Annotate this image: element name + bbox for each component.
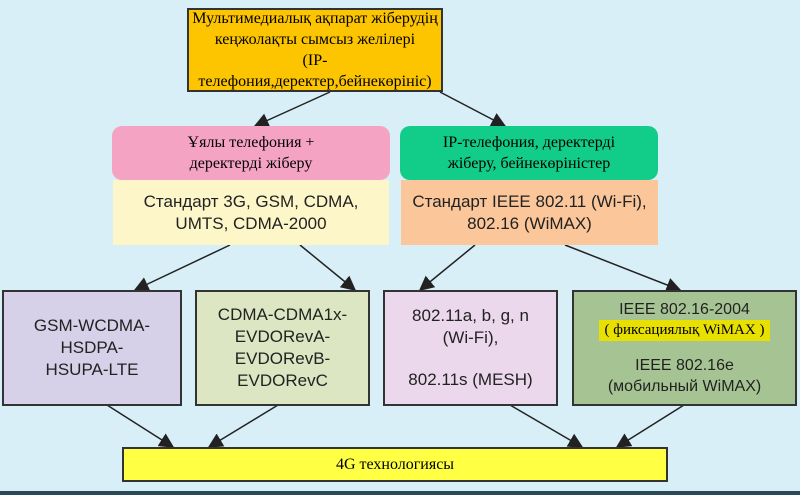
bottom-border bbox=[0, 491, 800, 495]
title-line: деректерді жіберу bbox=[189, 155, 313, 172]
tech-box-cdma: CDMA-CDMA1x- EVDORevA- EVDORevB- EVDORev… bbox=[195, 290, 370, 406]
top-box: Мультимедиалық ақпарат жіберудің кеңжола… bbox=[187, 8, 443, 92]
tech-line: (мобильный WiMAX) bbox=[607, 378, 762, 395]
tech-line: GSM-WCDMA- bbox=[33, 316, 151, 335]
tech-box-wimax: IEEE 802.16-2004 ( фиксациялық WiMAX ) I… bbox=[572, 290, 797, 406]
top-line: (IP-телефония,деректер,бейнекөрініс) bbox=[198, 52, 432, 90]
4g-box: 4G технологиясы bbox=[122, 447, 668, 482]
tech-line: IEEE 802.16e bbox=[635, 357, 734, 374]
standard-line: UMTS, CDMA-2000 bbox=[175, 213, 327, 233]
tech-line: EVDORevC bbox=[237, 371, 328, 390]
tech-box-gsm: GSM-WCDMA- HSDPA- HSUPA-LTE bbox=[2, 290, 182, 406]
standard-line: Стандарт IEEE 802.11 (Wi-Fi), bbox=[412, 191, 647, 211]
top-line: Мультимедиалық ақпарат жіберудің bbox=[192, 10, 438, 27]
tech-line-highlight: ( фиксациялық WiMAX ) bbox=[598, 320, 771, 341]
ip-standard: Стандарт IEEE 802.11 (Wi-Fi), 802.16 (Wi… bbox=[401, 180, 658, 245]
tech-line: HSUPA-LTE bbox=[45, 360, 139, 379]
top-line: кеңжолақты сымсыз желілері bbox=[214, 31, 416, 48]
tech-line: 802.11s (MESH) bbox=[408, 370, 533, 389]
tech-line: HSDPA- bbox=[60, 338, 124, 357]
tech-line: IEEE 802.16-2004 bbox=[619, 301, 750, 318]
title-line: жіберу, бейнекөріністер bbox=[447, 155, 611, 172]
tech-box-wifi: 802.11a, b, g, n (Wi-Fi), 802.11s (MESH) bbox=[383, 290, 558, 406]
standard-line: 802.16 (WiMAX) bbox=[467, 213, 592, 233]
tech-line: EVDORevB- bbox=[234, 349, 331, 368]
tech-line: CDMA-CDMA1x- bbox=[217, 305, 348, 324]
tech-line: (Wi-Fi), bbox=[442, 328, 499, 347]
tech-line: 802.11a, b, g, n bbox=[412, 306, 529, 325]
standard-line: Стандарт 3G, GSM, CDMA, bbox=[143, 191, 359, 211]
title-line: Ұялы телефония + bbox=[187, 134, 315, 151]
4g-label: 4G технологиясы bbox=[335, 455, 455, 473]
cellular-standard: Стандарт 3G, GSM, CDMA, UMTS, CDMA-2000 bbox=[113, 180, 389, 245]
tech-line: EVDORevA- bbox=[234, 327, 331, 346]
ip-title: IP-телефония, деректерді жіберу, бейнекө… bbox=[400, 126, 658, 180]
cellular-title: Ұялы телефония + деректерді жіберу bbox=[112, 126, 390, 180]
title-line: IP-телефония, деректерді bbox=[442, 134, 616, 151]
